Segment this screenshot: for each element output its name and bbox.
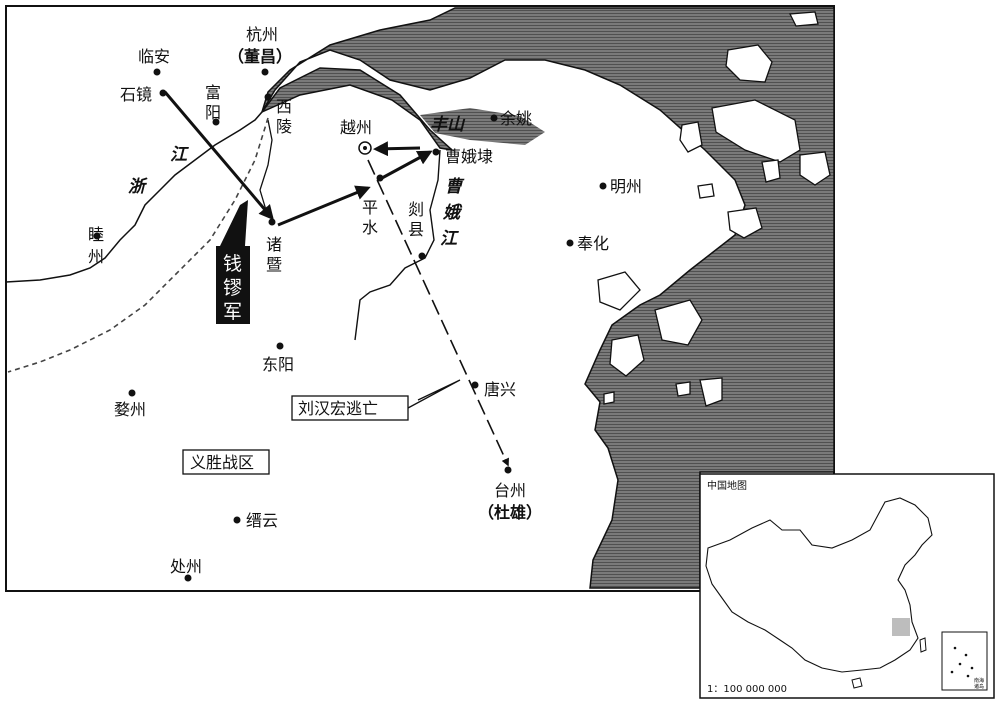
islands: [420, 11, 831, 407]
label-zhuji-2: 暨: [266, 255, 282, 274]
army-pointer: [220, 200, 248, 246]
yuezhou-marker-center: [363, 146, 367, 150]
label-jinyun: 缙云: [246, 511, 278, 530]
escape-route: [367, 159, 509, 467]
label-wuzhou: 婺州: [114, 400, 146, 419]
label-zhuji-1: 诸: [266, 235, 282, 254]
label-shanxian-1: 剡: [408, 200, 424, 219]
zhe-river: [5, 111, 263, 283]
label-yuezhou: 越州: [340, 118, 372, 137]
inset-scale: 1：100 000 000: [707, 684, 787, 695]
label-shanxian-2: 县: [408, 220, 424, 239]
army-label-box: [216, 246, 250, 324]
place-dots: [93, 68, 607, 582]
region-label: 义胜战区: [190, 453, 254, 472]
boundary-line: [7, 117, 269, 373]
china-outline: [705, 497, 933, 673]
river-label-e: 娥: [442, 203, 463, 223]
inset-title: 中国地图: [707, 479, 747, 492]
escape-pointer: [407, 379, 461, 409]
estuary: [259, 67, 455, 152]
label-xiling-2: 陵: [276, 117, 292, 136]
label-pingshui-1: 平: [362, 198, 378, 217]
label-fengshan: 丰山: [430, 115, 466, 135]
label-hangzhou: 杭州: [246, 25, 278, 44]
label-fenghua: 奉化: [577, 234, 609, 253]
army-label-3: 军: [223, 301, 242, 323]
label-caoedai: 曹娥埭: [445, 147, 493, 166]
hainan-outline: [851, 677, 863, 689]
region-label-box: [182, 449, 270, 475]
river-label-zhe: 浙: [128, 177, 148, 197]
south-sea-label-2: 诸岛: [974, 683, 984, 690]
river-label-jiang2: 江: [440, 229, 459, 249]
pucheng-river: [259, 119, 273, 211]
river-label-jiang: 江: [170, 145, 189, 165]
label-fuyang-2: 阳: [205, 103, 221, 122]
army-label-1: 钱: [223, 253, 242, 275]
label-pingshui-2: 水: [362, 218, 378, 237]
south-sea-islands: [950, 646, 974, 678]
inset-highlight: [892, 618, 910, 636]
label-tangxing: 唐兴: [484, 380, 516, 399]
south-sea-label-1: 南海: [974, 677, 984, 684]
label-mingzhou: 明州: [610, 177, 642, 196]
army-route: [163, 91, 433, 227]
label-taizhou: 台州: [494, 481, 526, 500]
label-linan: 临安: [138, 47, 170, 66]
escape-label-box: [291, 395, 409, 421]
label-muzhou-2: 州: [88, 247, 104, 266]
escape-label: 刘汉宏逃亡: [298, 399, 378, 418]
label-hangzhou-sub: （董昌）: [228, 47, 292, 66]
army-label-2: 镠: [223, 277, 242, 299]
label-chuzhou: 处州: [170, 557, 202, 576]
south-sea-box: [941, 631, 988, 691]
label-dongyang: 东阳: [262, 355, 294, 374]
label-taizhou-sub: （杜雄）: [478, 503, 542, 522]
label-yuyao: 余姚: [500, 109, 532, 128]
inset-map: 中国地图 南海 诸岛 1：100 000 000: [699, 473, 995, 699]
label-shijing: 石镜: [120, 85, 152, 104]
label-xiling-1: 西: [276, 97, 292, 116]
label-muzhou-1: 睦: [88, 225, 104, 244]
taiwan-outline: [919, 637, 927, 653]
river-label-cao: 曹: [445, 177, 465, 197]
label-fuyang-1: 富: [205, 83, 221, 102]
